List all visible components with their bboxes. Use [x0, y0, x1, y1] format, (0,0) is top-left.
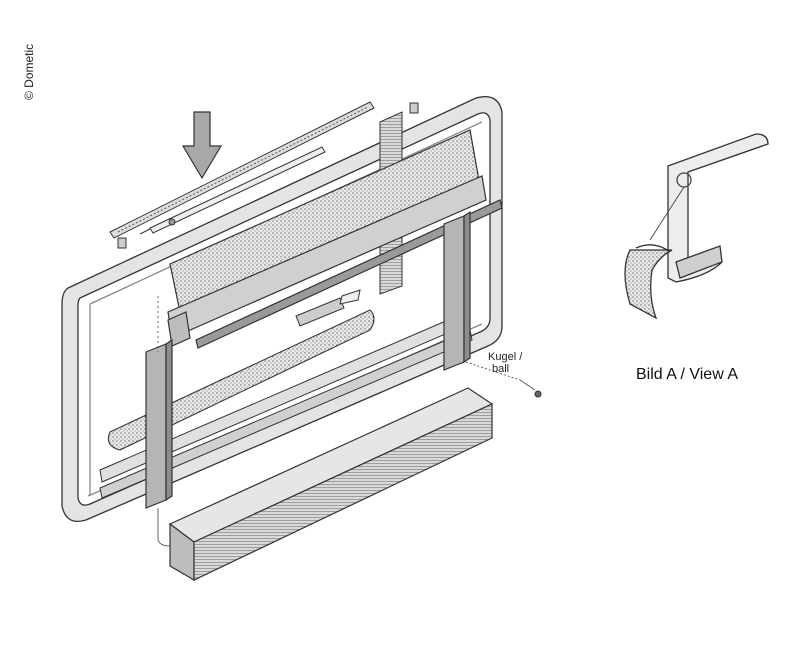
insect-screen-sheet	[107, 309, 375, 451]
left-side-guide	[145, 338, 173, 509]
blind-cassette-lower	[168, 387, 494, 582]
blind-cassette-upper	[167, 129, 487, 347]
center-small-parts	[295, 289, 361, 327]
top-rail-strip	[109, 101, 375, 239]
right-side-guide	[443, 210, 471, 371]
cord-lines	[157, 296, 536, 547]
ball-label-en: ball	[492, 363, 510, 375]
top-bar-profile	[195, 199, 503, 349]
end-clips	[117, 102, 419, 249]
ball-part	[534, 390, 542, 398]
spring-rod	[139, 146, 326, 235]
down-arrow-icon	[181, 111, 223, 180]
view-a-detail	[624, 133, 769, 320]
ball-label-de: Kugel /	[488, 351, 523, 363]
view-a-caption: Bild A / View A	[636, 366, 738, 383]
